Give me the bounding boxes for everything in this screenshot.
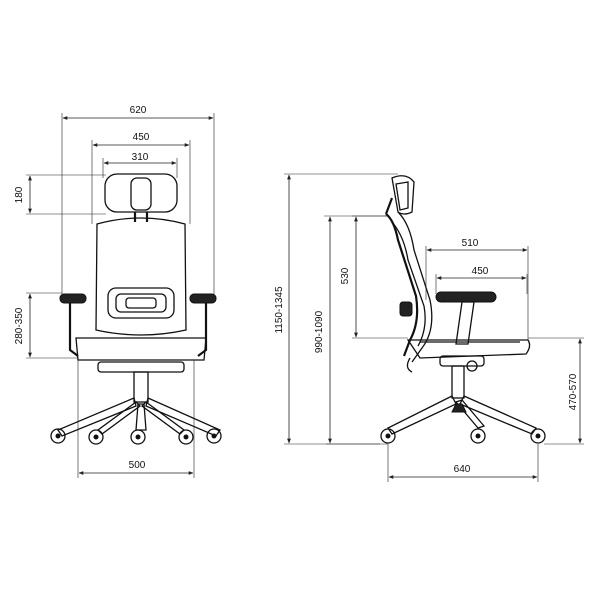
dim-base-width: 500 [77, 360, 195, 478]
side-backrest [385, 213, 419, 357]
front-right-armrest [189, 293, 217, 304]
front-lumbar [107, 287, 175, 319]
dim-label-arm-depth: 450 [472, 266, 489, 277]
side-gas-lift [451, 365, 465, 399]
side-headrest [391, 175, 415, 215]
front-casters [50, 428, 222, 445]
dim-label-back-height: 990-1090 [314, 310, 325, 353]
side-base [387, 395, 537, 435]
side-view: 1150-1345 990-1090 530 510 450 [274, 173, 584, 482]
dim-label-base-depth: 640 [454, 464, 471, 475]
front-seat [75, 337, 207, 361]
dim-label-headrest-height: 180 [14, 186, 25, 203]
dim-lumbar-height: 530 [340, 215, 408, 339]
dim-back-height: 990-1090 [314, 215, 388, 445]
side-seat [406, 339, 531, 359]
side-armrest-pad [435, 291, 497, 303]
dim-label-base-width: 500 [129, 460, 146, 471]
front-chair-drawing [50, 173, 222, 445]
dim-headrest-width: 450 [91, 132, 191, 224]
dim-armrest-height: 280-350 [14, 292, 78, 359]
dim-headrest-height: 180 [14, 174, 106, 215]
front-headrest [104, 173, 178, 213]
dim-seat-height: 470-570 [528, 337, 584, 445]
dim-headrest-inner: 310 [102, 152, 178, 178]
side-casters [380, 428, 546, 444]
front-gas-lift [133, 371, 149, 403]
dim-label-lumbar-height: 530 [340, 267, 351, 284]
side-lumbar-knob [399, 301, 413, 317]
front-view: 620 450 310 180 280-350 [14, 105, 222, 478]
dim-seat-depth: 510 [425, 238, 529, 340]
dim-total-height: 1150-1345 [274, 173, 398, 445]
dim-arm-depth: 450 [435, 266, 528, 294]
dim-label-total-height: 1150-1345 [274, 286, 285, 334]
side-armrest-post [455, 301, 475, 345]
dim-base-depth: 640 [387, 444, 539, 482]
dim-label-seat-depth: 510 [462, 238, 479, 249]
dim-label-armrest-height: 280-350 [14, 307, 25, 344]
front-backrest [95, 217, 187, 336]
dim-label-headrest-inner: 310 [132, 152, 149, 163]
dim-label-overall-width: 620 [130, 105, 147, 116]
side-chair-drawing [380, 175, 546, 444]
dim-label-seat-height: 470-570 [568, 373, 579, 410]
front-left-armrest [59, 293, 87, 304]
dim-label-headrest-width: 450 [133, 132, 150, 143]
dim-overall-width: 620 [61, 105, 215, 294]
